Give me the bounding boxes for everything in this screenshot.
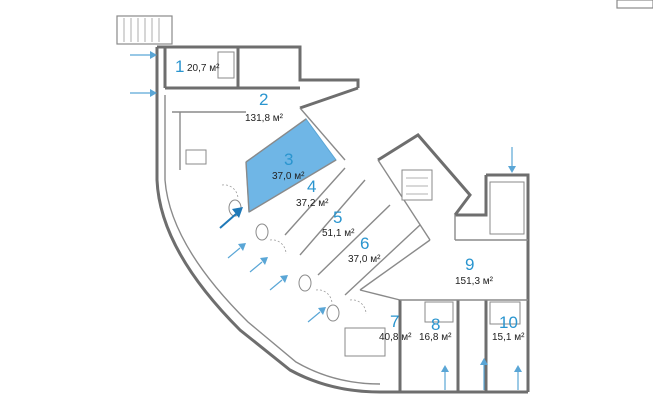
room-label-1[interactable]: 1 20,7 м² [175,57,220,76]
svg-text:1: 1 [175,57,184,76]
svg-text:5: 5 [333,208,342,227]
room-label-7[interactable]: 7 40,8 м² [379,312,412,343]
room-label-5[interactable]: 5 51,1 м² [322,208,355,239]
svg-text:9: 9 [465,255,474,274]
svg-text:3: 3 [284,150,293,169]
svg-text:37,0 м²: 37,0 м² [272,171,305,182]
fixtures [185,51,525,357]
svg-text:8: 8 [431,315,440,334]
room-label-2[interactable]: 2 131,8 м² [245,90,284,124]
window-icon [616,0,653,9]
svg-text:6: 6 [360,234,369,253]
svg-text:51,1 м²: 51,1 м² [322,228,355,239]
room-label-6[interactable]: 6 37,0 м² [348,234,381,265]
room-label-3[interactable]: 3 37,0 м² [272,150,305,182]
entrance-arrow-icon [130,51,522,390]
room-label-10[interactable]: 10 15,1 м² [492,313,525,343]
svg-text:131,8 м²: 131,8 м² [245,113,284,124]
outer-walls [155,45,530,394]
room-label-8[interactable]: 8 16,8 м² [419,315,452,343]
svg-text:16,8 м²: 16,8 м² [419,332,452,343]
svg-text:4: 4 [307,177,316,196]
svg-text:15,1 м²: 15,1 м² [492,332,525,343]
room-label-9[interactable]: 9 151,3 м² [455,255,494,287]
svg-text:7: 7 [390,312,399,331]
main-entrance-arrow-icon [219,207,243,229]
svg-text:151,3 м²: 151,3 м² [455,276,494,287]
svg-text:20,7 м²: 20,7 м² [187,63,220,74]
svg-text:10: 10 [499,313,518,332]
svg-text:2: 2 [259,90,268,109]
door-swings [221,184,367,315]
stair-block [116,15,173,45]
svg-text:37,0 м²: 37,0 м² [348,254,381,265]
room-label-4[interactable]: 4 37,2 м² [296,177,329,209]
svg-text:37,2 м²: 37,2 м² [296,198,329,209]
svg-text:40,8 м²: 40,8 м² [379,332,412,343]
